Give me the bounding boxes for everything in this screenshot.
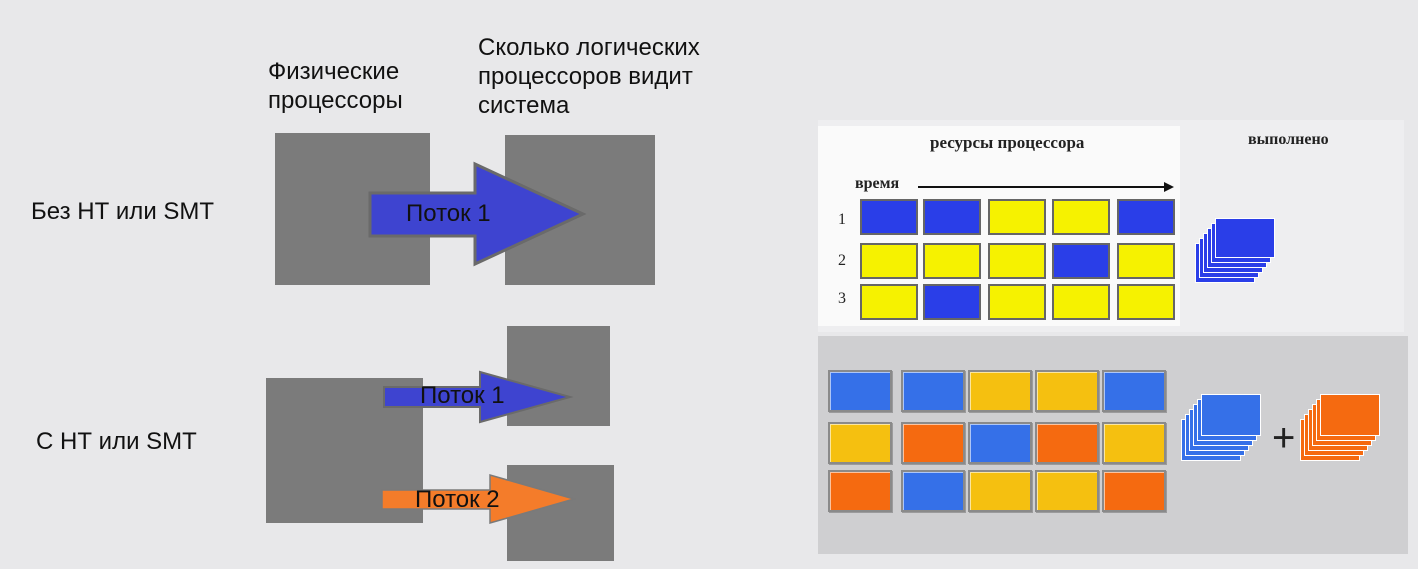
done-stack-blue-ht — [1181, 394, 1276, 469]
bottom-grid-cell — [1035, 422, 1099, 464]
bottom-grid-cell — [968, 370, 1032, 412]
time-arrow — [918, 182, 1174, 192]
thread2-label-ht: Поток 2 — [415, 486, 500, 513]
bottom-grid-cell — [828, 370, 892, 412]
stack-layer — [1201, 394, 1261, 436]
done-label: выполнено — [1248, 131, 1329, 148]
top-grid-cell — [923, 243, 981, 279]
plus-sign: + — [1272, 416, 1296, 460]
top-grid-cell — [1117, 284, 1175, 320]
top-grid-cell — [923, 284, 981, 320]
done-stack-orange-ht — [1300, 394, 1395, 469]
bottom-grid-cell — [968, 470, 1032, 512]
bottom-grid-cell — [1102, 370, 1166, 412]
thread1-label-ht: Поток 1 — [420, 382, 505, 409]
bottom-grid-cell — [1035, 370, 1099, 412]
header-logical-processors: Сколько логических процессоров видит сис… — [478, 34, 700, 119]
top-grid-cell — [1117, 199, 1175, 235]
top-grid-cell — [988, 199, 1046, 235]
done-stack-blue — [1195, 218, 1285, 290]
top-grid-cell — [860, 243, 918, 279]
top-grid-cell — [923, 199, 981, 235]
top-grid-cell — [1052, 199, 1110, 235]
resources-label: ресурсы процессора — [930, 133, 1085, 152]
bottom-grid-cell — [901, 370, 965, 412]
row-number-2: 2 — [838, 252, 846, 269]
label-with-ht: С НТ или SMT — [36, 428, 197, 455]
top-grid-cell — [1052, 284, 1110, 320]
time-label: время — [855, 175, 900, 192]
bottom-grid-cell — [828, 470, 892, 512]
bottom-grid-cell — [1035, 470, 1099, 512]
top-grid-cell — [988, 243, 1046, 279]
thread1-label: Поток 1 — [406, 200, 491, 227]
top-grid-cell — [1052, 243, 1110, 279]
stack-layer — [1215, 218, 1275, 258]
bottom-grid-cell — [901, 470, 965, 512]
thread2-arrow-ht — [381, 474, 577, 524]
top-grid-cell — [860, 199, 918, 235]
top-grid-cell — [1117, 243, 1175, 279]
thread1-arrow — [368, 161, 587, 267]
top-grid-cell — [988, 284, 1046, 320]
stack-layer — [1320, 394, 1380, 436]
bottom-grid-cell — [968, 422, 1032, 464]
bottom-grid-cell — [1102, 470, 1166, 512]
bottom-grid-cell — [901, 422, 965, 464]
label-without-ht: Без НТ или SMT — [31, 198, 215, 225]
row-number-1: 1 — [838, 211, 846, 228]
thread1-arrow-ht — [383, 370, 574, 424]
top-grid-cell — [860, 284, 918, 320]
bottom-grid-cell — [828, 422, 892, 464]
header-physical-processors: Физические процессоры — [268, 58, 403, 114]
bottom-grid-cell — [1102, 422, 1166, 464]
row-number-3: 3 — [838, 290, 846, 307]
